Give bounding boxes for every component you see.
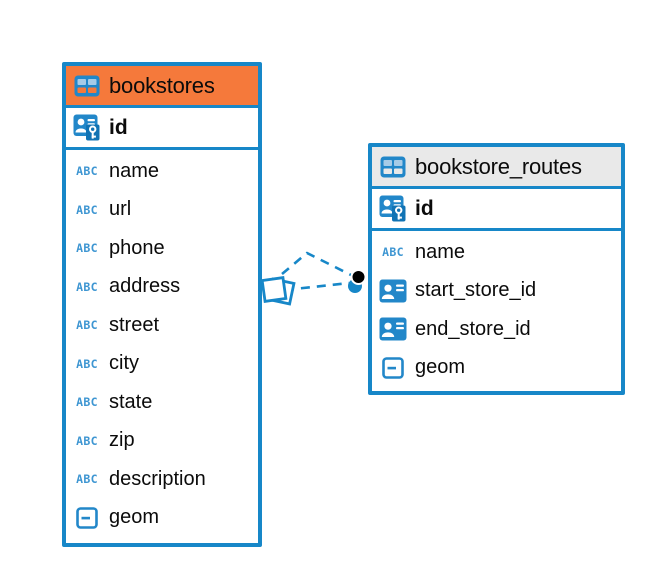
column-name: phone xyxy=(109,236,165,259)
column-name: start_store_id xyxy=(415,279,537,302)
text-type-icon: ABC xyxy=(76,164,98,179)
table-bookstore-routes-header[interactable]: bookstore_routes xyxy=(372,147,621,189)
reference-type-icon xyxy=(379,279,407,303)
primary-key-row[interactable]: id xyxy=(372,189,621,231)
column-name: street xyxy=(109,313,160,336)
text-type-icon: ABC xyxy=(382,245,404,260)
column-row-street[interactable]: ABC street xyxy=(66,306,258,345)
column-row-address[interactable]: ABC address xyxy=(66,268,258,307)
table-bookstore-routes[interactable]: bookstore_routes id ABC xyxy=(368,143,625,395)
column-row-start-store-id[interactable]: start_store_id xyxy=(372,272,621,311)
text-type-icon: ABC xyxy=(76,472,98,487)
object-type-icon xyxy=(379,356,407,379)
text-type-icon: ABC xyxy=(76,318,98,333)
text-type-icon: ABC xyxy=(76,202,98,217)
primary-key-icon xyxy=(73,114,101,141)
column-name: address xyxy=(109,275,181,298)
table-title: bookstores xyxy=(109,72,215,98)
primary-key-icon xyxy=(379,195,407,222)
relationship-target-handle[interactable] xyxy=(348,269,367,293)
column-name: state xyxy=(109,390,153,413)
column-row-description[interactable]: ABC description xyxy=(66,460,258,499)
relationship-source-handle[interactable] xyxy=(260,276,296,306)
column-name: geom xyxy=(415,356,466,379)
table-icon xyxy=(73,75,101,97)
column-row-geom[interactable]: geom xyxy=(372,349,621,388)
column-name: url xyxy=(109,198,132,221)
text-type-icon: ABC xyxy=(76,433,98,448)
object-type-icon xyxy=(73,506,101,529)
primary-key-name: id xyxy=(109,115,128,139)
relationship-line-upper xyxy=(281,251,352,277)
target-endpoint-black-dot xyxy=(350,269,367,285)
column-row-end-store-id[interactable]: end_store_id xyxy=(372,310,621,349)
text-type-icon: ABC xyxy=(76,279,98,294)
primary-key-name: id xyxy=(415,196,434,220)
column-row-zip[interactable]: ABC zip xyxy=(66,422,258,461)
table-bookstores-header[interactable]: bookstores xyxy=(66,66,258,108)
column-list: ABC name start_store_id xyxy=(372,231,621,387)
table-title: bookstore_routes xyxy=(415,153,582,179)
reference-type-icon xyxy=(379,317,407,341)
text-type-icon: ABC xyxy=(76,241,98,256)
text-type-icon: ABC xyxy=(76,395,98,410)
column-name: geom xyxy=(109,506,160,529)
table-bookstores[interactable]: bookstores id ABC na xyxy=(62,62,262,547)
column-row-name[interactable]: ABC name xyxy=(372,233,621,272)
column-row-state[interactable]: ABC state xyxy=(66,383,258,422)
column-name: name xyxy=(415,240,466,263)
column-row-name[interactable]: ABC name xyxy=(66,152,258,191)
column-name: zip xyxy=(109,429,135,452)
column-name: description xyxy=(109,467,206,490)
column-row-url[interactable]: ABC url xyxy=(66,191,258,230)
table-icon xyxy=(379,156,407,178)
text-type-icon: ABC xyxy=(76,356,98,371)
column-row-geom[interactable]: geom xyxy=(66,499,258,538)
column-name: city xyxy=(109,352,139,375)
column-row-phone[interactable]: ABC phone xyxy=(66,229,258,268)
column-row-city[interactable]: ABC city xyxy=(66,345,258,384)
column-name: name xyxy=(109,159,160,182)
column-name: end_store_id xyxy=(415,317,531,340)
column-list: ABC name ABC url ABC phone ABC address A… xyxy=(66,150,258,537)
primary-key-row[interactable]: id xyxy=(66,108,258,150)
